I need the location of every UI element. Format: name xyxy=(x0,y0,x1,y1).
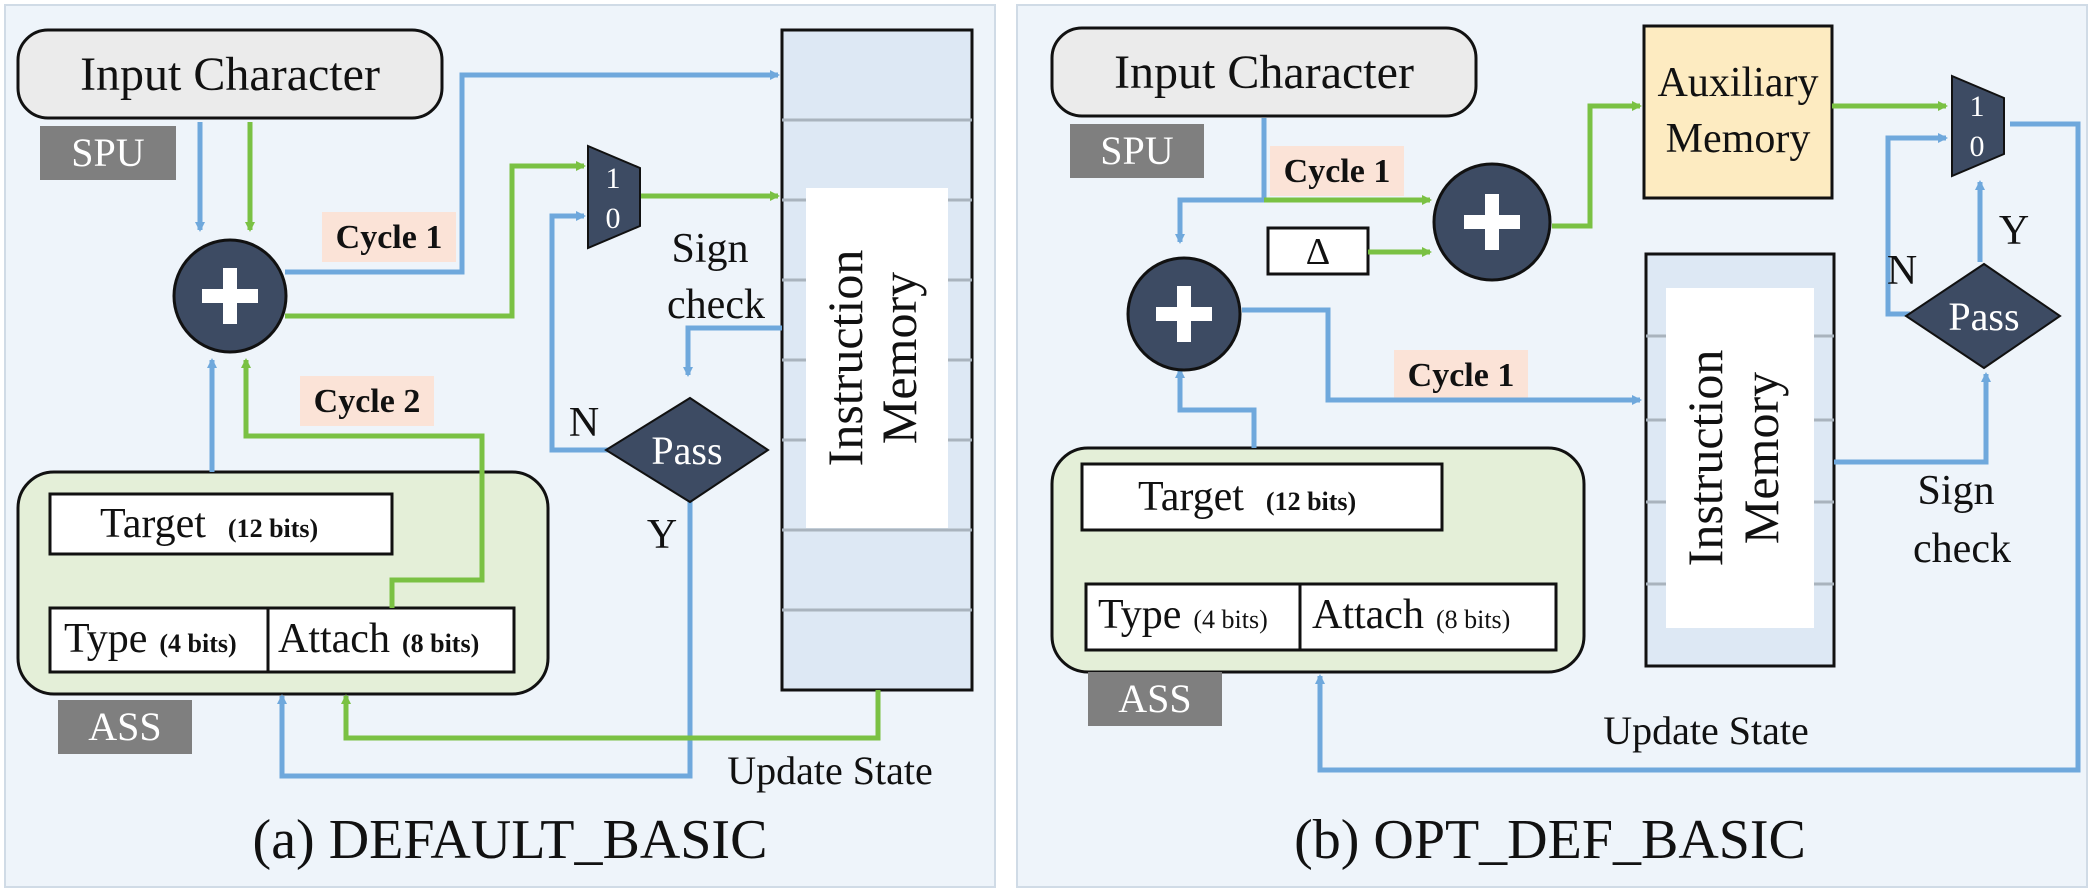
target-bits: (12 bits) xyxy=(228,514,318,543)
plus-icon xyxy=(1464,194,1520,250)
blue-data-paths xyxy=(1175,118,2081,773)
panel-b-caption: (b) OPT_DEF_BASIC xyxy=(1294,809,1806,871)
type-name: Type xyxy=(64,616,147,662)
target-bits: (12 bits) xyxy=(1266,487,1356,516)
target-name: Target xyxy=(100,501,206,547)
memory-label-line1: Instruction xyxy=(817,250,873,467)
ass-tag-label: ASS xyxy=(88,704,161,749)
memory-label-area xyxy=(1666,288,1814,628)
aux-label-line2: Memory xyxy=(1666,116,1811,162)
type-bits: (4 bits) xyxy=(1193,605,1267,634)
update-state-label: Update State xyxy=(1603,708,1809,753)
attach-field-text: Attach (8 bits) xyxy=(278,616,479,662)
cycle-1-tag xyxy=(322,212,456,262)
mux-bottom-label: 0 xyxy=(1970,130,1985,163)
sign-label: Sign xyxy=(671,226,748,272)
type-field-text: Type (4 bits) xyxy=(1098,592,1268,638)
delta-box xyxy=(1266,226,1370,276)
plus-icon xyxy=(1156,286,1212,342)
memory-label-area xyxy=(806,188,948,528)
cycle-1-tag xyxy=(1270,146,1404,196)
type-name: Type xyxy=(1098,592,1181,638)
y-label: Y xyxy=(1999,208,2029,254)
mux-top-label: 1 xyxy=(606,162,621,195)
n-label: N xyxy=(1887,248,1917,294)
memory-label-line2: Memory xyxy=(871,272,927,444)
pass-label: Pass xyxy=(1948,294,2019,339)
cycle-2-label: Cycle 2 xyxy=(314,383,421,420)
cycle-1-label-lower: Cycle 1 xyxy=(1408,357,1515,394)
spu-tag xyxy=(1070,124,1204,178)
ass-tag-label: ASS xyxy=(1118,676,1191,721)
attach-bits: (8 bits) xyxy=(1436,605,1510,634)
target-field-text: Target (12 bits) xyxy=(100,501,318,547)
attach-name: Attach xyxy=(278,616,390,662)
attach-field-text: Attach (8 bits) xyxy=(1312,592,1510,638)
type-bits: (4 bits) xyxy=(159,629,236,658)
check-label: check xyxy=(1913,526,2011,572)
type-field-text: Type (4 bits) xyxy=(64,616,237,662)
type-field xyxy=(1084,582,1302,652)
input-character-box xyxy=(16,28,444,120)
n-label: N xyxy=(569,400,599,446)
type-field xyxy=(48,606,270,674)
spu-tag-label: SPU xyxy=(1100,128,1173,173)
target-field xyxy=(48,492,394,556)
y-label: Y xyxy=(647,512,677,558)
green-data-paths xyxy=(241,122,881,741)
attach-name: Attach xyxy=(1312,592,1424,638)
attach-bits: (8 bits) xyxy=(402,629,479,658)
aux-label-line1: Auxiliary xyxy=(1658,60,1819,106)
panel-b: Input Character SPU Auxiliary Memory Ins… xyxy=(1016,4,2088,888)
target-field xyxy=(1080,462,1444,532)
input-character-label: Input Character xyxy=(80,48,380,101)
delta-label: Δ xyxy=(1306,231,1330,273)
update-state-label: Update State xyxy=(727,748,933,793)
ass-tag xyxy=(58,700,192,754)
cycle-1-label: Cycle 1 xyxy=(336,219,443,256)
ass-tag xyxy=(1088,672,1222,726)
check-label: check xyxy=(667,282,765,328)
cycle-1-tag-lower xyxy=(1394,350,1528,400)
memory-label-line1: Instruction xyxy=(1677,350,1733,567)
memory-label-line2: Memory xyxy=(1733,372,1789,544)
input-character-label: Input Character xyxy=(1114,46,1414,99)
cycle-2-tag xyxy=(300,376,434,426)
plus-icon xyxy=(202,268,258,324)
sign-label: Sign xyxy=(1917,468,1994,514)
blue-data-paths xyxy=(195,70,782,779)
auxiliary-memory xyxy=(1642,24,1834,200)
attach-field xyxy=(1298,582,1558,652)
target-name: Target xyxy=(1138,474,1244,520)
cycle-1-label: Cycle 1 xyxy=(1284,153,1391,190)
mux-selector xyxy=(587,144,641,250)
target-field-text: Target (12 bits) xyxy=(1138,474,1356,520)
pass-label: Pass xyxy=(651,428,722,473)
input-character-box xyxy=(1050,26,1478,118)
pass-decision xyxy=(1904,262,2062,370)
green-data-paths xyxy=(1264,101,1948,257)
mux-selector xyxy=(1951,74,2005,178)
mux-bottom-label: 0 xyxy=(606,202,621,235)
spu-tag xyxy=(40,126,176,180)
pass-decision xyxy=(604,396,770,504)
mux-top-label: 1 xyxy=(1970,90,1985,123)
panel-a: Input Character SPU Instruction Memory T… xyxy=(4,4,996,888)
spu-tag-label: SPU xyxy=(71,130,144,175)
panel-a-caption: (a) DEFAULT_BASIC xyxy=(253,809,768,871)
